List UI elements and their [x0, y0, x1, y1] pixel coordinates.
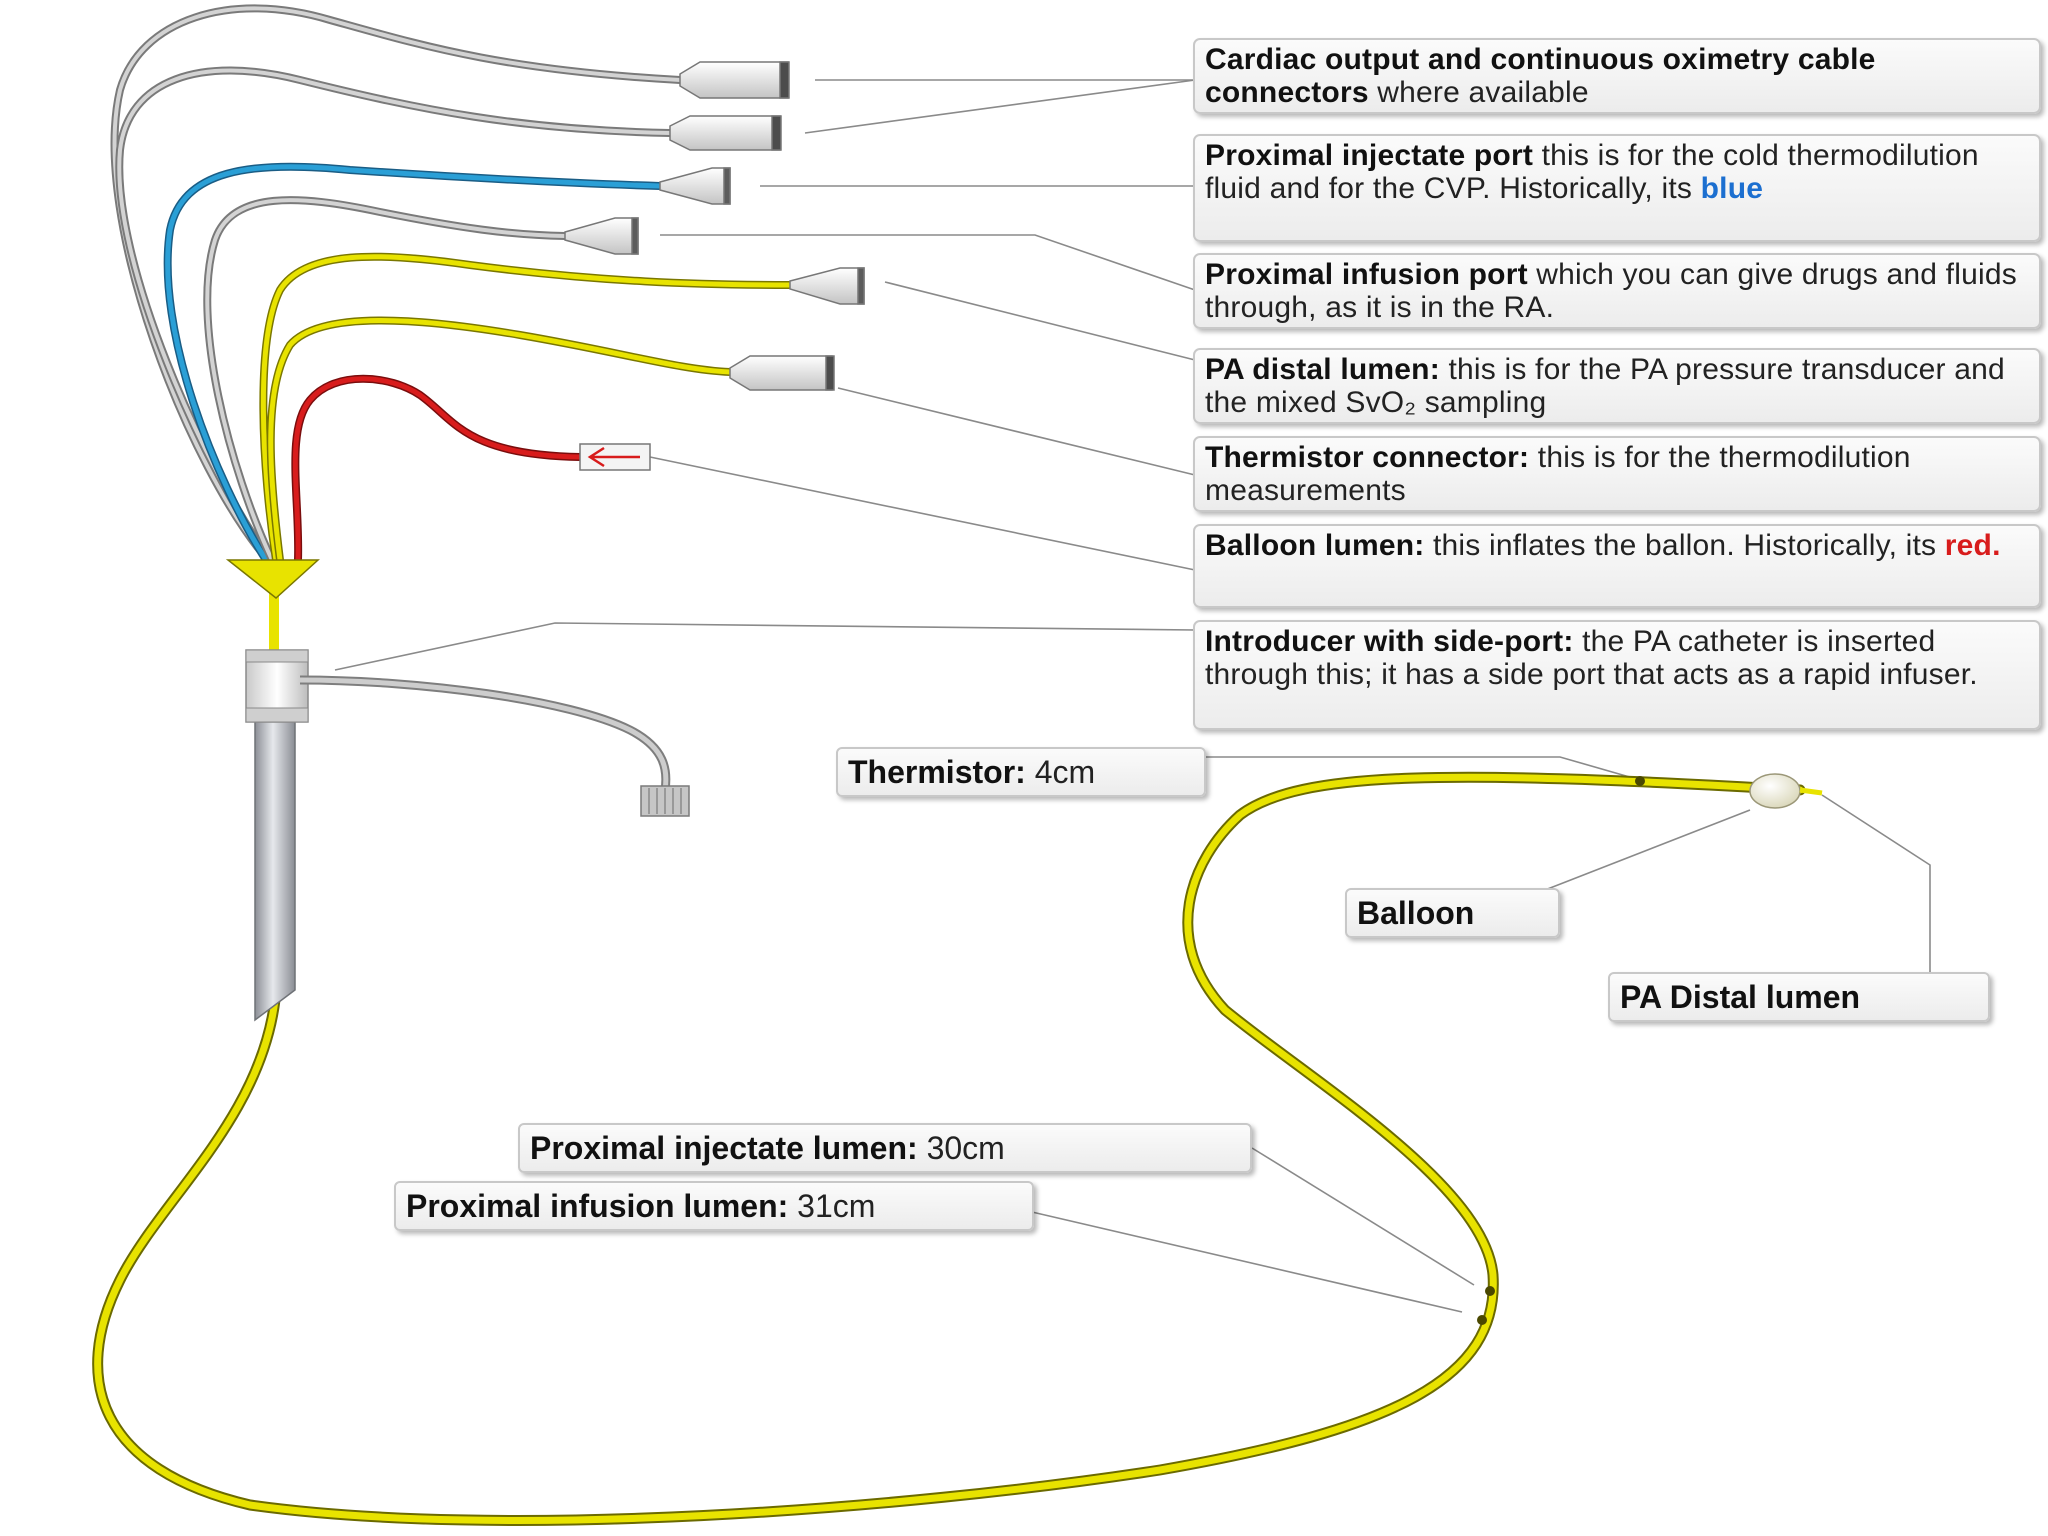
injectate-connector	[659, 167, 731, 205]
leader-pa-tip	[1821, 794, 1931, 975]
leader-injectate-lumen	[1251, 1147, 1475, 1286]
balloon-shape	[1749, 773, 1801, 809]
callout-introducer-text: the PA catheter is inserted through this…	[1205, 625, 1978, 691]
callout-infusion-text: which you can give drugs and fluids thro…	[1205, 258, 2017, 324]
callout-introducer: Introducer with side-port: the PA cathet…	[1193, 620, 2041, 730]
label-pa-distal-bold: PA Distal lumen	[1620, 979, 1861, 1015]
junction-funnel	[225, 559, 320, 599]
callout-infusion-bold: Proximal infusion port	[1205, 258, 1528, 291]
thermistor-connector	[729, 355, 833, 391]
leader-infusion-lumen	[1031, 1211, 1463, 1313]
callout-cardiac-output-bold: Cardiac output and continuous oximetry c…	[1205, 43, 1876, 109]
label-balloon: Balloon	[1345, 888, 1560, 938]
label-infusion-lumen: Proximal infusion lumen: 31cm	[394, 1181, 1034, 1231]
main-catheter	[92, 771, 1806, 1526]
lumen-tubes	[110, 4, 794, 564]
balloon-arrow	[587, 446, 640, 468]
leader-lines	[334, 79, 1931, 1313]
callout-balloon-lumen-text: this inflates the ballon. Historically, …	[1424, 529, 1945, 562]
leader-thermistor	[837, 387, 1196, 476]
connectors	[564, 61, 865, 471]
callout-injectate-color-word: blue	[1700, 172, 1764, 205]
thermistor-marker	[1635, 776, 1645, 786]
callout-pa-distal-lumen: PA distal lumen: this is for the PA pres…	[1193, 348, 2041, 424]
callout-proximal-injectate-port: Proximal injectate port this is for the …	[1193, 134, 2041, 242]
cardiac-connector-2	[669, 115, 781, 151]
callout-thermistor-text: this is for the thermodilution measureme…	[1205, 441, 1911, 507]
label-injectate-lumen-text: 30cm	[917, 1130, 1005, 1166]
callout-cardiac-output-text: where available	[1368, 76, 1589, 109]
leader-balloon-lumen	[649, 456, 1196, 571]
callout-cardiac-output: Cardiac output and continuous oximetry c…	[1193, 38, 2041, 114]
label-injectate-lumen-bold: Proximal injectate lumen:	[530, 1130, 918, 1166]
label-thermistor-text: 4cm	[1025, 754, 1096, 790]
infusion-connector	[564, 217, 639, 255]
callout-balloon-lumen-bold: Balloon lumen:	[1205, 529, 1425, 562]
callout-proximal-infusion-port: Proximal infusion port which you can giv…	[1193, 253, 2041, 329]
leader-pa-distal	[884, 281, 1196, 361]
infusion-lumen-marker	[1477, 1315, 1487, 1325]
callout-injectate-bold: Proximal injectate port	[1205, 139, 1534, 172]
callout-pa-distal-bold: PA distal lumen:	[1205, 353, 1440, 386]
leader-thermistor-tip	[1205, 756, 1641, 781]
callout-balloon-lumen-color-word: red.	[1944, 529, 2001, 562]
side-port	[299, 675, 690, 817]
callout-pa-distal-text: this is for the PA pressure transducer a…	[1205, 353, 2005, 419]
leader-cardiac-2	[804, 79, 1196, 134]
cardiac-connector-1	[679, 61, 789, 99]
leader-balloon-tip	[1544, 809, 1751, 891]
callout-thermistor-connector: Thermistor connector: this is for the th…	[1193, 436, 2041, 512]
label-thermistor: Thermistor: 4cm	[836, 747, 1206, 797]
label-infusion-lumen-bold: Proximal infusion lumen:	[406, 1188, 789, 1224]
pa-distal-connector	[789, 267, 865, 305]
label-balloon-bold: Balloon	[1357, 895, 1475, 931]
callout-introducer-bold: Introducer with side-port:	[1205, 625, 1574, 658]
label-thermistor-bold: Thermistor:	[848, 754, 1026, 790]
callout-injectate-text: this is for the cold thermodilution flui…	[1205, 139, 1979, 205]
injectate-lumen-marker	[1485, 1286, 1495, 1296]
label-infusion-lumen-text: 31cm	[788, 1188, 876, 1224]
label-injectate-lumen: Proximal injectate lumen: 30cm	[518, 1123, 1252, 1173]
callout-thermistor-bold: Thermistor connector:	[1205, 441, 1530, 474]
label-pa-distal: PA Distal lumen	[1608, 972, 1990, 1022]
callout-balloon-lumen: Balloon lumen: this inflates the ballon.…	[1193, 524, 2041, 608]
catheter-tip	[1799, 787, 1823, 796]
leader-infusion	[660, 234, 1196, 291]
introducer-sheath	[245, 649, 309, 1022]
leader-introducer	[334, 622, 1196, 671]
